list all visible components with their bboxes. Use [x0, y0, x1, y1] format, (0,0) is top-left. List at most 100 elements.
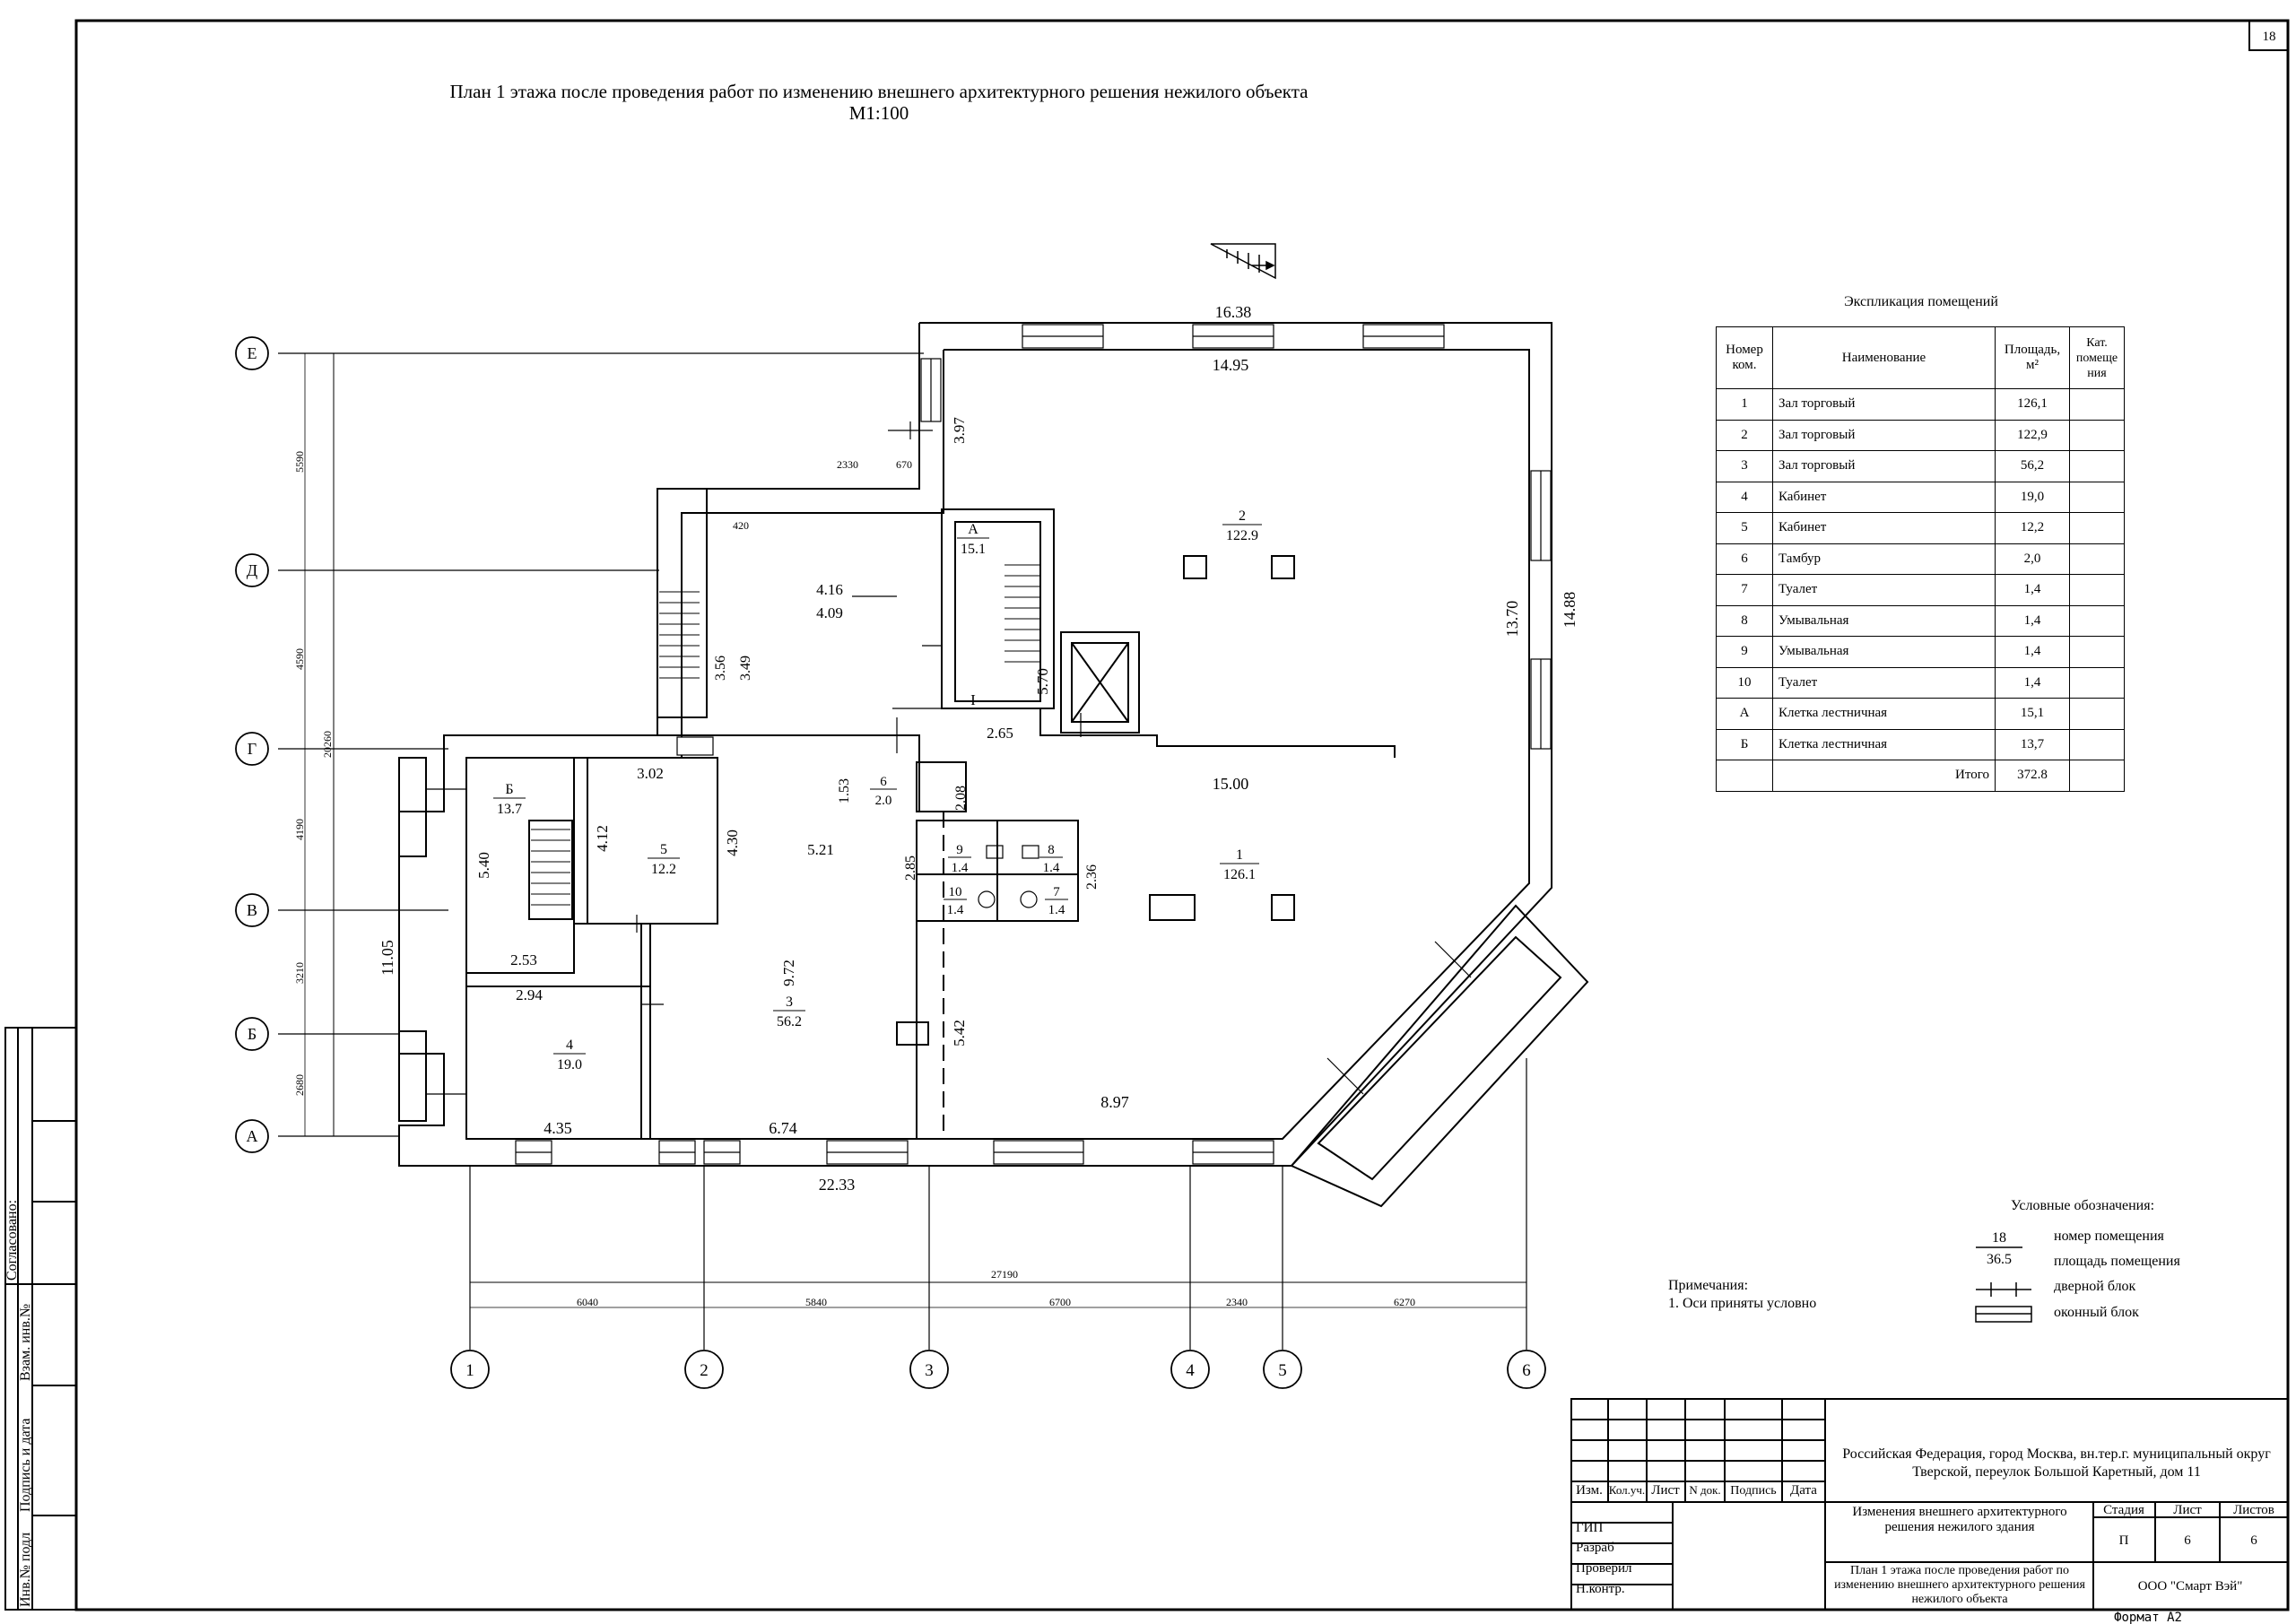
room-name-cell: Тамбур: [1772, 543, 1996, 575]
stamp-col-header: Подпись: [1730, 1484, 1776, 1498]
room-label-1: 1 126.1: [1220, 847, 1259, 882]
axis-row-label: Г: [248, 740, 257, 758]
room-area-cell: 1,4: [1995, 636, 2070, 668]
room-area: 56.2: [777, 1014, 802, 1029]
room-name-cell: Клетка лестничная: [1772, 698, 1996, 730]
explication-header: Номер ком.: [1716, 326, 1773, 389]
dim-label: 2.53: [510, 951, 537, 968]
room-number-cell: А: [1716, 698, 1773, 730]
room-category-cell: [2069, 450, 2125, 482]
axis-row-label: А: [247, 1127, 258, 1145]
drawing-title: План 1 этажа после проведения работ по и…: [296, 81, 1462, 124]
room-number: Б: [505, 782, 513, 797]
column-spacing: 6040: [577, 1296, 598, 1308]
stamp-role: Н.контр.: [1576, 1582, 1625, 1596]
stair-steps: [531, 564, 1040, 906]
row-axes: [278, 352, 924, 1137]
room-label-4: 4 19.0: [553, 1038, 586, 1073]
room-area-cell: 1,4: [1995, 574, 2070, 606]
room-name-cell: Умывальная: [1772, 604, 1996, 637]
dim-label: 2.36: [1084, 864, 1100, 890]
stamp-stage-value: П: [2119, 1533, 2129, 1548]
dim-label: 4.09: [816, 604, 843, 621]
room-area: 1.4: [947, 903, 964, 917]
room-number-cell: 9: [1716, 636, 1773, 668]
axis-column-label: 5: [1278, 1361, 1287, 1380]
explication-header: Кат. помеще ния: [2069, 326, 2125, 389]
stamp-col-header: Кол.уч.: [1609, 1483, 1645, 1497]
room-category-cell: [2069, 604, 2125, 637]
room-label-2: 2 122.9: [1222, 508, 1262, 543]
room-category-cell: [2069, 728, 2125, 760]
dim-label: 1.53: [837, 778, 852, 803]
room-category-cell: [2069, 512, 2125, 544]
total-label: Итого: [1772, 760, 1996, 792]
legend-sample-number: 18: [1992, 1230, 2006, 1246]
axis-row-label: В: [247, 901, 257, 919]
axis-row-label: Д: [247, 561, 257, 579]
room-number: 2: [1239, 508, 1246, 524]
stamp-col-header: Лист: [1651, 1483, 1680, 1498]
room-number-cell: 8: [1716, 604, 1773, 637]
row-spacing: 4590: [293, 648, 306, 670]
room-number-cell: 10: [1716, 666, 1773, 699]
room-area: 2.0: [875, 794, 892, 808]
legend-item: оконный блок: [2054, 1305, 2139, 1320]
dim-label: 4.30: [724, 829, 741, 856]
column-spacing: 2340: [1226, 1296, 1248, 1308]
room-area-cell: 12,2: [1995, 512, 2070, 544]
room-name-cell: Кабинет: [1772, 512, 1996, 544]
dim-label: 2.85: [903, 855, 918, 881]
dim-label: 3.56: [713, 656, 728, 681]
dim-label: 5.21: [807, 841, 834, 858]
legend-item: номер помещения: [2054, 1229, 2164, 1244]
room-name-cell: Зал торговый: [1772, 450, 1996, 482]
notes: Примечания: 1. Оси приняты условно: [1668, 1277, 1816, 1313]
dim-label: 4.12: [594, 825, 611, 852]
notes-title: Примечания:: [1668, 1278, 1749, 1293]
dim-label: 15.00: [1213, 775, 1249, 793]
room-name-cell: Зал торговый: [1772, 419, 1996, 451]
room-area: 13.7: [497, 802, 522, 817]
stamp-stage-header: Лист: [2173, 1503, 2202, 1517]
window-blocks: [515, 324, 1552, 1165]
legend-title: Условные обозначения:: [2011, 1198, 2155, 1213]
dim-left-outer: 11.05: [378, 940, 396, 976]
room-number-cell: 6: [1716, 543, 1773, 575]
dim-label: 8.97: [1100, 1093, 1129, 1111]
room-name-cell: Кабинет: [1772, 481, 1996, 513]
room-number: 3: [786, 994, 793, 1010]
stamp-role: Разраб: [1576, 1541, 1614, 1555]
row-spacing: 5590: [293, 451, 306, 473]
room-category-cell: [2069, 543, 2125, 575]
dim-label: 5.40: [475, 852, 492, 879]
axis-column-label: 2: [700, 1361, 709, 1380]
side-field-replace: Взам. инв.№: [18, 1304, 33, 1381]
dim-label: 5.42: [951, 1020, 968, 1046]
room-area: 1.4: [1048, 903, 1065, 917]
room-area-cell: 13,7: [1995, 728, 2070, 760]
room-area: 1.4: [952, 861, 969, 875]
plumbing-fixtures: [978, 845, 1039, 908]
drawing-title-line1: План 1 этажа после проведения работ по и…: [449, 81, 1309, 102]
room-number: 10: [949, 885, 962, 899]
dim-top: 16.38: [1215, 303, 1252, 321]
dim-label: 2.08: [953, 786, 969, 811]
room-area-cell: 2,0: [1995, 543, 2070, 575]
room-label-8: 8 1.4: [1039, 843, 1063, 875]
sheet-frame: [74, 19, 2290, 1611]
room-number-cell: 7: [1716, 574, 1773, 606]
row-spacing: 4190: [293, 819, 306, 840]
room-number: 1: [1236, 847, 1243, 863]
dim-label: 4.35: [544, 1119, 572, 1137]
column-spacing: 6270: [1394, 1296, 1415, 1308]
room-number: 4: [566, 1038, 573, 1053]
room-number-cell: Б: [1716, 728, 1773, 760]
room-number-cell: 3: [1716, 450, 1773, 482]
page-number: 18: [2263, 30, 2276, 44]
